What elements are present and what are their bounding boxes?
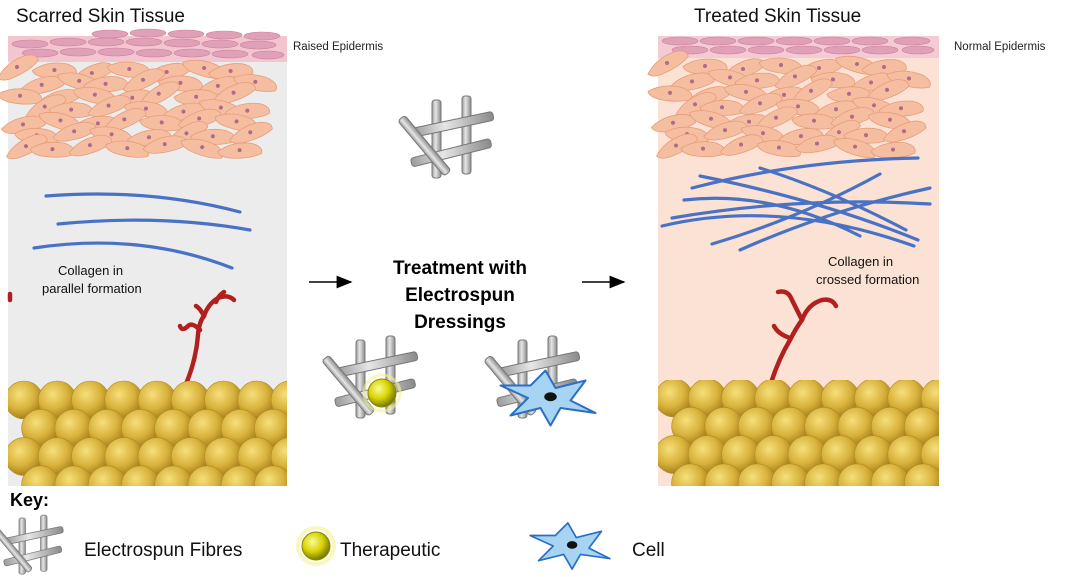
left-raised-epidermis [8, 28, 287, 62]
left-collagen-label-1: Collagen in [58, 263, 123, 278]
center-treatment: Treatment with Electrospun Dressings [309, 95, 626, 427]
left-collagen-label-2: parallel formation [42, 281, 142, 296]
legend-key: Key: Electrospun Fibres Therapeutic Cell [0, 490, 665, 575]
left-panel-title: Scarred Skin Tissue [16, 6, 185, 27]
key-therapeutic-label: Therapeutic [340, 540, 440, 561]
right-collagen-label-2: crossed formation [816, 272, 919, 287]
right-panel-title: Treated Skin Tissue [694, 6, 861, 27]
fat-cell [121, 465, 160, 486]
fat-cell [704, 463, 744, 486]
left-fat-layer [8, 380, 287, 486]
fat-cell [771, 463, 810, 486]
electrospun-fibres-icon [0, 514, 65, 575]
right-blood-vessel [767, 289, 839, 389]
fat-cell [671, 463, 710, 486]
center-fibres-icon [397, 95, 495, 179]
center-treatment-line1: Treatment with [393, 258, 527, 279]
fat-cell [254, 465, 287, 486]
right-cell-layer [643, 46, 933, 163]
right-normal-epidermis [658, 36, 939, 58]
right-collagen-label-1: Collagen in [828, 254, 893, 269]
fibres-with-therapeutic-icon [321, 335, 419, 419]
center-treatment-line3: Dressings [414, 312, 506, 333]
cell-icon-key [529, 522, 611, 570]
right-fat-layer [658, 380, 939, 486]
left-panel-scarred-tissue: Collagen in parallel formation Scarred S… [0, 6, 383, 486]
fat-cell [220, 465, 260, 486]
fat-cell [154, 465, 193, 486]
center-treatment-line2: Electrospun [405, 285, 515, 306]
key-fibres-label: Electrospun Fibres [84, 540, 242, 561]
right-epidermis-label: Normal Epidermis [954, 41, 1046, 53]
left-blood-vessel [7, 289, 237, 387]
key-cell-label: Cell [632, 540, 665, 561]
left-cell-layer [0, 50, 280, 164]
fat-cell [54, 465, 94, 486]
fat-cell [904, 463, 939, 486]
fat-cell [837, 463, 877, 486]
fat-cell [87, 465, 127, 486]
fat-cell [737, 463, 777, 486]
fat-cell [187, 465, 227, 486]
therapeutic-sphere-icon [367, 378, 397, 408]
fat-cell [804, 463, 843, 486]
fat-cell [870, 463, 910, 486]
right-collagen-crossed [660, 156, 932, 252]
therapeutic-sphere-icon-key [301, 531, 331, 561]
left-epidermis-label: Raised Epidermis [293, 41, 383, 53]
key-heading: Key: [10, 490, 49, 510]
fibres-with-cell-icon [483, 335, 597, 427]
left-collagen-parallel [32, 192, 252, 270]
right-panel-treated-tissue: Collagen in crossed formation Treated Sk… [643, 6, 1046, 486]
